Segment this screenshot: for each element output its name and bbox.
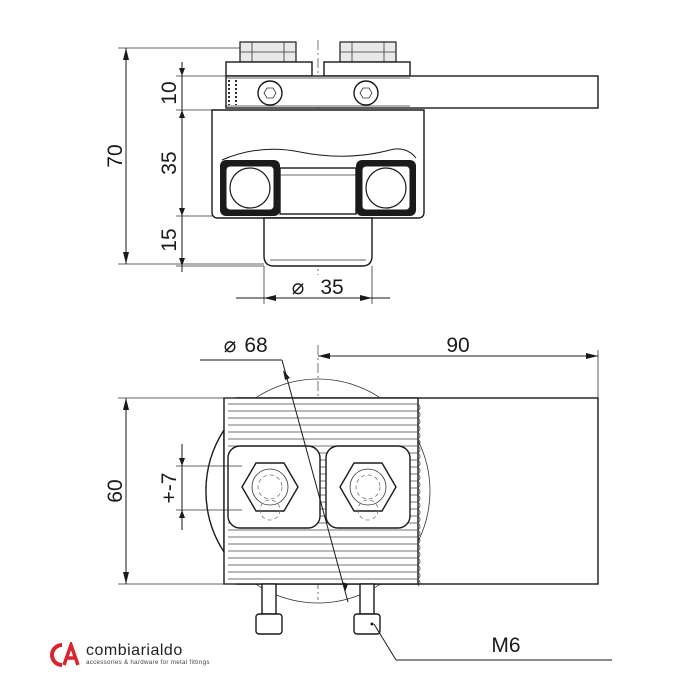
- wheel-left-edge: [205, 427, 225, 555]
- rib-end: [417, 466, 421, 475]
- bottom-roller: [263, 217, 373, 267]
- rib-end: [417, 487, 421, 496]
- top-hex-nut-right: [339, 41, 397, 63]
- dim-plate-width: 60: [104, 397, 236, 585]
- rib-end: [417, 536, 421, 545]
- dim-roller-diameter: ⌀ 35: [236, 266, 390, 304]
- dim-roller-label: 15: [158, 228, 181, 251]
- screw-left: [255, 583, 283, 635]
- rib-end: [417, 480, 421, 489]
- top-washer-right: [323, 61, 411, 77]
- dim-roller-diameter-label: 35: [320, 276, 343, 299]
- rib-end: [417, 543, 421, 552]
- rib-end: [417, 417, 421, 426]
- dim-adjustment: +-7: [158, 444, 242, 530]
- rib-end: [417, 438, 421, 447]
- break-line: [221, 148, 417, 161]
- rib-end: [417, 557, 421, 566]
- rib-end: [417, 473, 421, 482]
- dim-plate-width-label: 60: [104, 479, 127, 502]
- brand-name: combiarialdo: [86, 642, 183, 659]
- shaft-hub: [279, 167, 357, 215]
- rib-end: [417, 515, 421, 524]
- socket-screw-left: [257, 80, 283, 106]
- rib-end: [417, 410, 421, 419]
- bearing-right: [356, 160, 416, 216]
- dim-overall-height: 70: [104, 47, 264, 265]
- rib-end: [417, 403, 421, 412]
- plate-serration: [228, 80, 237, 105]
- dim-wheel-diameter-label: 68: [244, 334, 267, 357]
- rib-end: [417, 508, 421, 517]
- rib-end: [417, 424, 421, 433]
- screw-right: [353, 583, 381, 635]
- plan-hex-nut-left: [241, 462, 299, 512]
- mounting-plate-side: [225, 75, 599, 109]
- dim-wheel-diameter-symbol: ⌀: [224, 334, 237, 357]
- dim-wheel-diameter: ⌀ 68: [200, 334, 349, 603]
- rib-end: [417, 501, 421, 510]
- plan-view: ⌀ 68 90 60 +-7: [104, 334, 612, 661]
- rib-end: [417, 529, 421, 538]
- socket-screw-right: [353, 80, 379, 106]
- dim-plate-length: 90: [318, 334, 599, 398]
- dim-plate-length-label: 90: [446, 334, 469, 357]
- dim-roller-diameter-symbol: ⌀: [292, 276, 305, 299]
- ca-logo-icon: [50, 642, 80, 667]
- plan-hex-nut-right: [339, 462, 397, 512]
- rib-end: [417, 452, 421, 461]
- dim-top-plate-label: 10: [158, 81, 181, 104]
- brand-tagline: accessories & hardware for metal fitting…: [86, 659, 210, 666]
- dim-screw-thread: M6: [373, 623, 612, 661]
- rib-end: [417, 564, 421, 573]
- rib-end: [417, 459, 421, 468]
- rib-end: [417, 445, 421, 454]
- top-washer-left: [225, 61, 313, 77]
- top-hex-nut-left: [239, 41, 297, 63]
- dim-screw-thread-label: M6: [491, 634, 520, 657]
- dim-overall-height-label: 70: [104, 144, 127, 167]
- brand-logo: combiarialdo accessories & hardware for …: [50, 640, 210, 670]
- dim-stack: 10 35 15: [158, 62, 264, 272]
- dim-bearing-section-label: 35: [158, 151, 181, 174]
- rib-end: [417, 578, 421, 587]
- rib-end: [417, 571, 421, 580]
- side-view: 70 10 35 15 ⌀ 35: [104, 40, 599, 304]
- rib-end: [417, 431, 421, 440]
- rib-end: [417, 522, 421, 531]
- rib-end: [417, 494, 421, 503]
- dim-adjustment-label: +-7: [158, 473, 181, 504]
- rib-end: [417, 550, 421, 559]
- bearing-left: [220, 160, 280, 216]
